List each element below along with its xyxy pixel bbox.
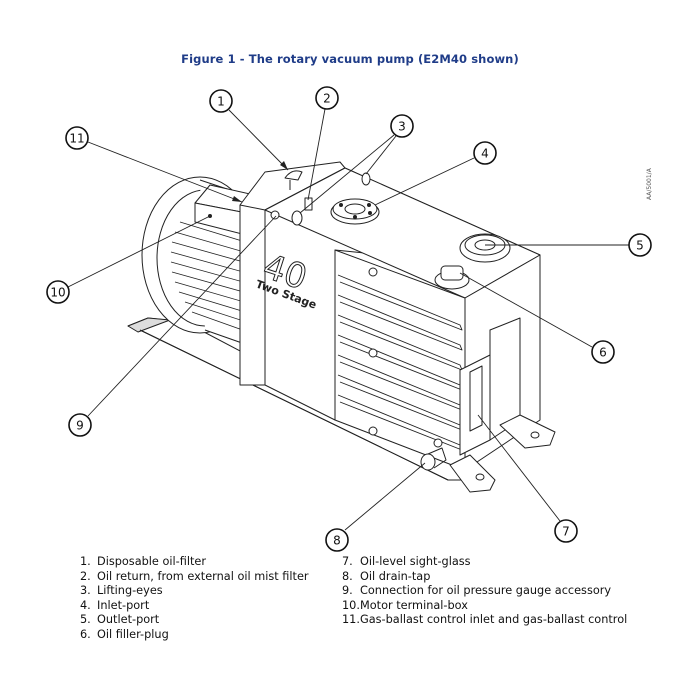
figure-title: Figure 1 - The rotary vacuum pump (E2M40… [181, 52, 519, 66]
callout-9: 9 [68, 413, 92, 437]
svg-text:1: 1 [217, 95, 225, 109]
svg-text:2: 2 [323, 92, 331, 106]
sight-glass-panel [459, 317, 521, 456]
svg-text:11: 11 [69, 132, 84, 146]
callout-11: 11 [65, 126, 89, 150]
callout-1: 1 [209, 89, 233, 113]
svg-text:8: 8 [333, 534, 341, 548]
leader-7 [477, 414, 561, 522]
callout-8: 8 [325, 528, 349, 552]
leader-3b [299, 134, 395, 214]
leader-1 [228, 109, 289, 171]
leader-11 [87, 141, 243, 203]
leader-arrowheads [232, 161, 288, 202]
svg-text:3: 3 [398, 120, 406, 134]
mounting-feet [449, 414, 556, 493]
leader-6 [459, 272, 593, 348]
leader-lines [67, 108, 629, 531]
callout-2: 2 [315, 86, 339, 110]
leader-4 [374, 157, 475, 206]
svg-text:10: 10 [50, 286, 65, 300]
svg-text:4: 4 [481, 147, 489, 161]
legend-item: 1.Disposable oil-filter [80, 555, 207, 568]
oil-filler-plug [434, 265, 470, 290]
svg-text:7: 7 [562, 525, 570, 539]
callout-6: 6 [591, 340, 615, 364]
legend-item: 8.Oil drain-tap [342, 569, 431, 583]
leader-2 [307, 108, 326, 201]
legend-left-column: 1.Disposable oil-filter 2.Oil return, fr… [80, 555, 309, 643]
legend-item: 2.Oil return, from external oil mist fil… [80, 569, 309, 583]
svg-text:9: 9 [76, 419, 84, 433]
callout-7: 7 [554, 519, 578, 543]
legend-item: 7.Oil-level sight-glass [342, 555, 471, 568]
svg-text:5: 5 [636, 239, 644, 253]
gauge-connection [270, 210, 280, 220]
pump-drawing [127, 161, 556, 493]
leader-9 [87, 215, 277, 417]
legend-item: 11.Gas-ballast control inlet and gas-bal… [342, 613, 628, 627]
oil-filter [284, 170, 303, 181]
legend-item: 4.Inlet-port [80, 598, 150, 612]
outlet-port [459, 233, 511, 263]
oil-drain-tap [420, 438, 447, 471]
inlet-port [330, 198, 380, 225]
leader-8 [344, 462, 426, 531]
svg-text:6: 6 [599, 346, 607, 360]
legend-item: 9.Connection for oil pressure gauge acce… [342, 584, 612, 598]
callout-circles: 1 2 3 4 5 6 7 8 9 10 11 [46, 86, 652, 552]
legend-item: 10.Motor terminal-box [342, 598, 468, 612]
callout-4: 4 [473, 141, 497, 165]
callout-5: 5 [628, 233, 652, 257]
leader-10 [67, 215, 211, 288]
legend-right-column: 7.Oil-level sight-glass 8.Oil drain-tap … [342, 555, 627, 628]
callout-3: 3 [390, 114, 414, 138]
legend-item: 5.Outlet-port [80, 613, 160, 627]
legend-item: 3.Lifting-eyes [80, 584, 163, 598]
callout-10: 10 [46, 280, 70, 304]
lifting-eyes [291, 172, 371, 226]
leader-3a [365, 135, 397, 175]
legend-item: 6.Oil filler-plug [80, 627, 169, 641]
